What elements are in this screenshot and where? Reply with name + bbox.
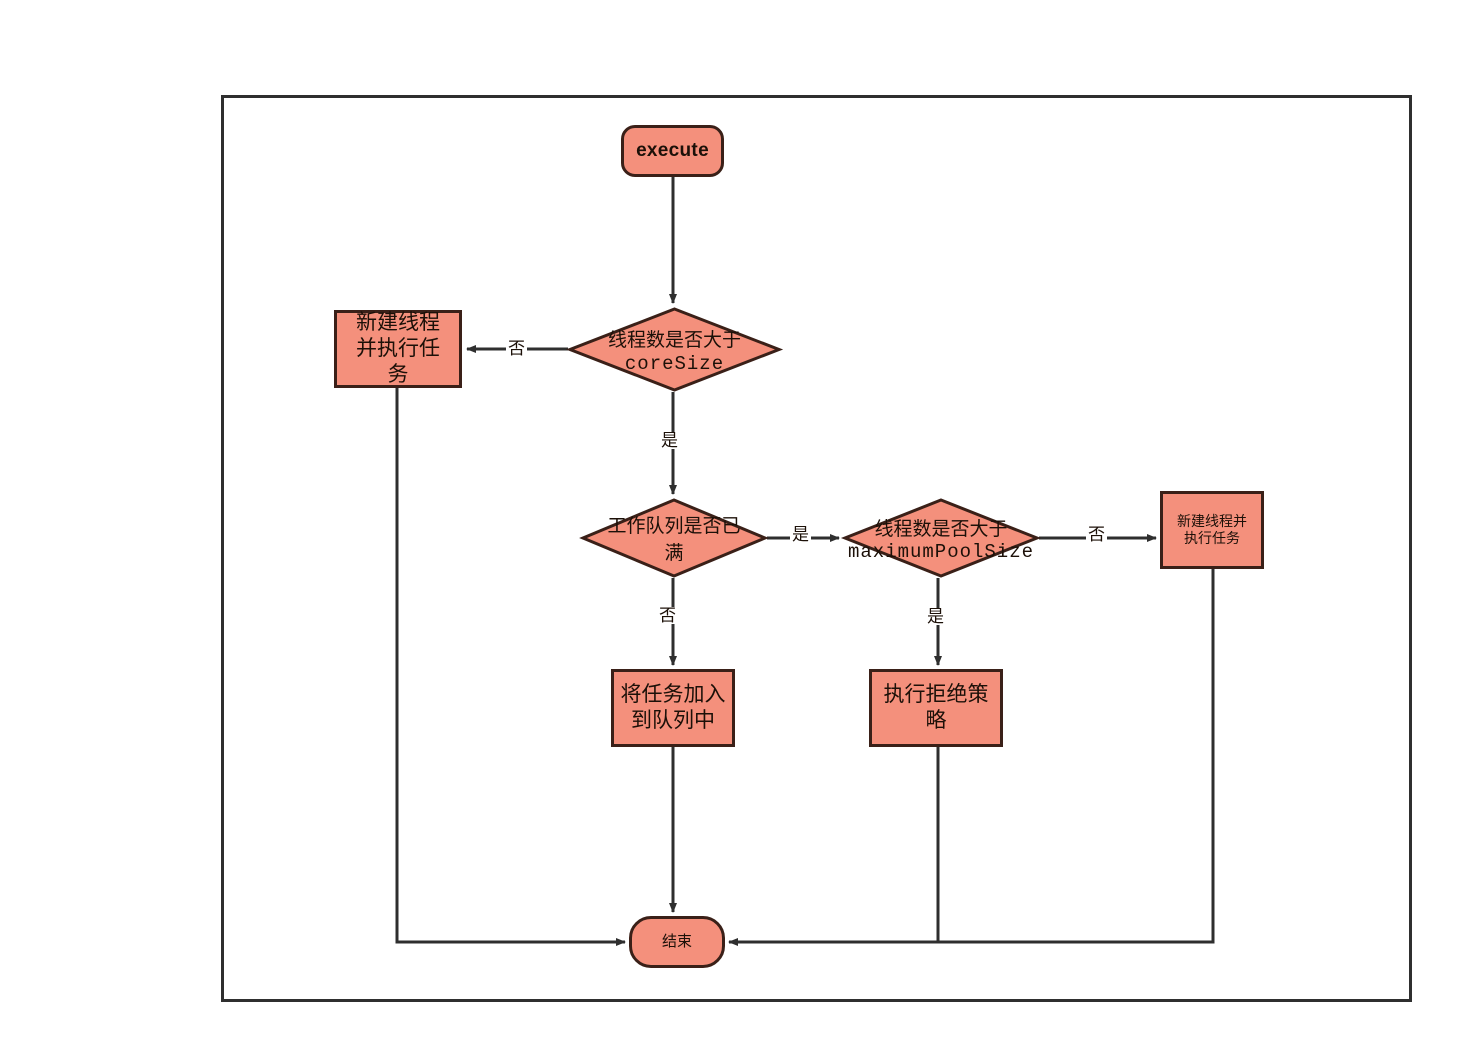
edge-label-maxpool-yes: 是 <box>925 607 946 626</box>
edge-label-maxpool-no: 否 <box>1086 525 1107 544</box>
node-end[interactable]: 结束 <box>629 916 725 968</box>
node-execute-label: execute <box>636 140 709 162</box>
node-execute[interactable]: execute <box>621 125 724 177</box>
node-enqueue-task-label: 将任务加入 到队列中 <box>620 682 726 732</box>
diamond-shape-coresize <box>565 307 784 392</box>
node-new-thread-right[interactable]: 新建线程并 执行任务 <box>1160 491 1264 569</box>
node-enqueue-task[interactable]: 将任务加入 到队列中 <box>611 669 735 747</box>
node-coresize-decision[interactable]: 线程数是否大于 coreSize <box>565 307 784 392</box>
node-end-label: 结束 <box>661 932 692 950</box>
diamond-shape-maxpool <box>840 498 1042 578</box>
edge-label-queue-no: 否 <box>657 606 678 625</box>
edge-label-coresize-no: 否 <box>506 339 527 358</box>
node-new-thread-right-label: 新建线程并 执行任务 <box>1177 512 1247 547</box>
node-new-thread-left[interactable]: 新建线程 并执行任 务 <box>334 310 462 388</box>
node-reject-policy-label: 执行拒绝策 略 <box>883 682 989 732</box>
edge-label-coresize-yes: 是 <box>659 431 680 450</box>
edge-label-queue-yes: 是 <box>790 525 811 544</box>
node-new-thread-left-label: 新建线程 并执行任 务 <box>356 310 440 387</box>
diamond-shape-queue-full <box>579 498 769 578</box>
node-reject-policy[interactable]: 执行拒绝策 略 <box>869 669 1003 747</box>
node-maxpool-decision[interactable]: 线程数是否大于 maximumPoolSize <box>840 498 1042 578</box>
diagram-frame-border <box>221 95 1412 1002</box>
node-queue-full-decision[interactable]: 工作队列是否已 满 <box>579 498 769 578</box>
